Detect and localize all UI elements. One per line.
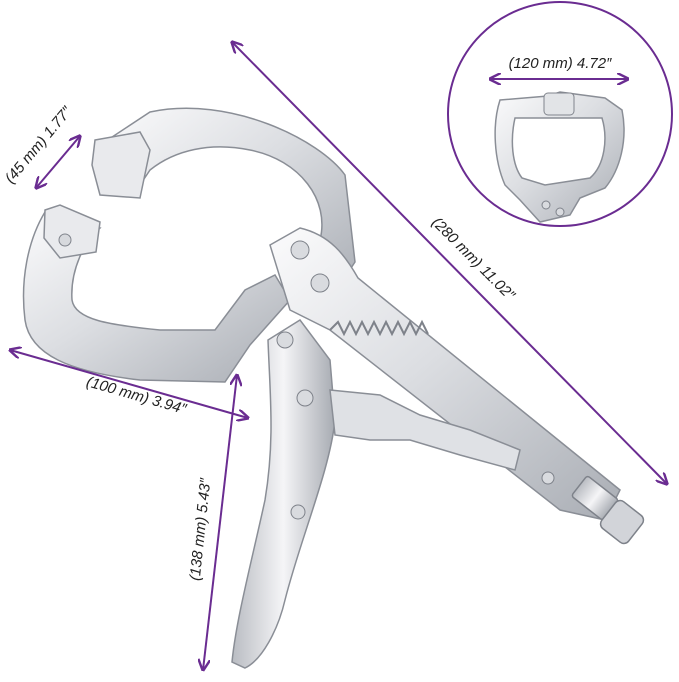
dimension-lines: [10, 42, 667, 670]
rivet-icon: [296, 389, 314, 407]
rivet-icon: [541, 200, 551, 210]
overall-length-label: (280 mm) 11.02″: [428, 214, 518, 304]
overall-length-line: [232, 42, 667, 484]
handle-length-line: [203, 375, 237, 670]
adjustment-knob: [599, 499, 645, 545]
inset-jaw-icon: [494, 91, 625, 223]
handle-length-label: (138 mm) 5.43″: [187, 477, 215, 582]
lower-handle: [231, 318, 336, 669]
rivet-icon: [290, 504, 306, 520]
rivet-icon: [290, 240, 310, 260]
inset-pivot-block: [543, 92, 575, 116]
inset-width-label: (120 mm) 4.72″: [509, 55, 613, 72]
rivet-icon: [310, 273, 330, 293]
rivet-icon: [555, 207, 565, 217]
jaw-opening-label: (45 mm) 1.77″: [2, 103, 76, 187]
lower-jaw-pad: [43, 204, 101, 259]
jaw-pad-rivet: [58, 233, 72, 247]
inset-magnifier: (120 mm) 4.72″: [447, 1, 673, 227]
rivet-icon: [541, 471, 555, 485]
upper-jaw-pad: [91, 131, 151, 199]
rivet-icon: [276, 331, 294, 349]
jaw-opening-line: [36, 136, 80, 188]
